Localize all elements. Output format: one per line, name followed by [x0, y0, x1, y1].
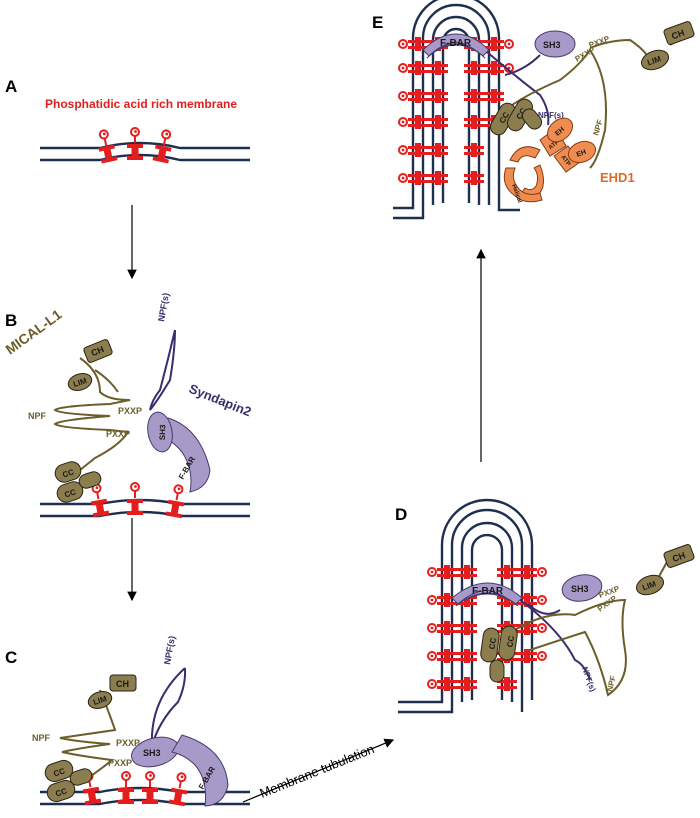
ehd1-label: EHD1	[600, 170, 635, 185]
npf-label-c: NPF	[32, 733, 51, 743]
ch-domain-e: CH	[670, 28, 686, 42]
membrane-b	[40, 482, 250, 519]
ch-domain-b: CH	[90, 344, 106, 358]
cc-domain-c2: CC	[54, 786, 68, 798]
atp-label-e2: ATP	[559, 155, 571, 168]
arrow-c-to-d	[242, 738, 395, 803]
pxxp-label-b1: PXXP	[118, 406, 142, 416]
syndapin2-protein-e: F-BAR NPF(s) SH3	[422, 30, 576, 126]
eh-domain-e1: EH	[554, 126, 566, 138]
npfs-label-c: NPF(s)	[162, 635, 177, 665]
panel-e: E	[372, 0, 695, 220]
ehd1-protein: EHD1 ATP ATP EH EH Helical	[503, 117, 635, 204]
syndapin2-protein-d: F-BAR NPF(s) SH3	[451, 574, 603, 694]
sh3-domain-b: SH3	[158, 424, 168, 440]
panel-d: D	[395, 498, 695, 714]
npfs-label-b: NPF(s)	[156, 292, 171, 322]
mical-l1-protein-d: PXXP PXXP NPF LIM CH CC CC	[480, 544, 695, 697]
cc-domain-d1: CC	[487, 637, 498, 650]
mical-l1-protein-c: CH LIM NPF PXXP PXXP CC CC	[32, 674, 140, 803]
eh-domain-e2: EH	[576, 149, 588, 159]
sh3-domain-d: SH3	[571, 584, 589, 594]
membrane-title: Phosphatidic acid rich membrane	[45, 97, 237, 111]
syndapin2-protein-c: NPF(s) SH3 F-BAR	[131, 635, 229, 807]
fbar-domain-d: F-BAR	[472, 586, 504, 597]
sh3-domain-e: SH3	[543, 40, 561, 50]
pxxp-label-b2: PXXP	[106, 429, 130, 439]
ch-domain-c: CH	[116, 679, 129, 689]
panel-label-b: B	[5, 311, 17, 330]
panel-c: C CH LIM NPF PXXP PXXP CC CC	[5, 635, 250, 807]
membrane-c	[40, 770, 250, 807]
atp-label-e1: ATP	[548, 140, 561, 152]
npf-label-b: NPF	[28, 411, 47, 421]
membrane-a	[40, 141, 250, 162]
lim-domain-c: LIM	[92, 694, 108, 707]
fbar-domain-e: F-BAR	[440, 38, 472, 49]
panel-b: B MICAL-L1 Syndapin2 CH LIM NPF PXXP PXX…	[2, 292, 254, 519]
panel-label-a: A	[5, 77, 17, 96]
cc-domain-b2: CC	[63, 487, 77, 499]
lipids-a	[98, 127, 172, 164]
panel-label-d: D	[395, 505, 407, 524]
membrane-tubulation-label: Membrane tubulation	[258, 741, 377, 801]
npfs-label-d: NPF(s)	[580, 666, 597, 694]
sh3-domain-c: SH3	[143, 748, 161, 758]
panel-a: A Phosphatidic acid rich membrane	[5, 77, 250, 164]
npf-label-e: NPF	[591, 119, 605, 137]
syndapin2-label: Syndapin2	[187, 381, 254, 420]
cc-domain-c1: CC	[52, 766, 66, 778]
panel-label-c: C	[5, 648, 17, 667]
pxxp-label-c2: PXXP	[108, 758, 132, 768]
panel-label-e: E	[372, 13, 383, 32]
syndapin2-protein: NPF(s) F-BAR SH3	[147, 292, 211, 493]
mical-l1-protein: CH LIM NPF PXXP PXXP CC CC	[28, 339, 142, 503]
npfs-label-e: NPF(s)	[538, 111, 564, 120]
cc-domain-b1: CC	[61, 467, 75, 479]
tubule-d	[398, 498, 534, 714]
ch-domain-d: CH	[671, 550, 687, 564]
cc-domain-d2: CC	[505, 635, 516, 648]
pxxp-label-c1: PXXP	[116, 738, 140, 748]
lim-domain-b: LIM	[72, 376, 88, 389]
npf-label-d: NPF	[605, 675, 618, 693]
